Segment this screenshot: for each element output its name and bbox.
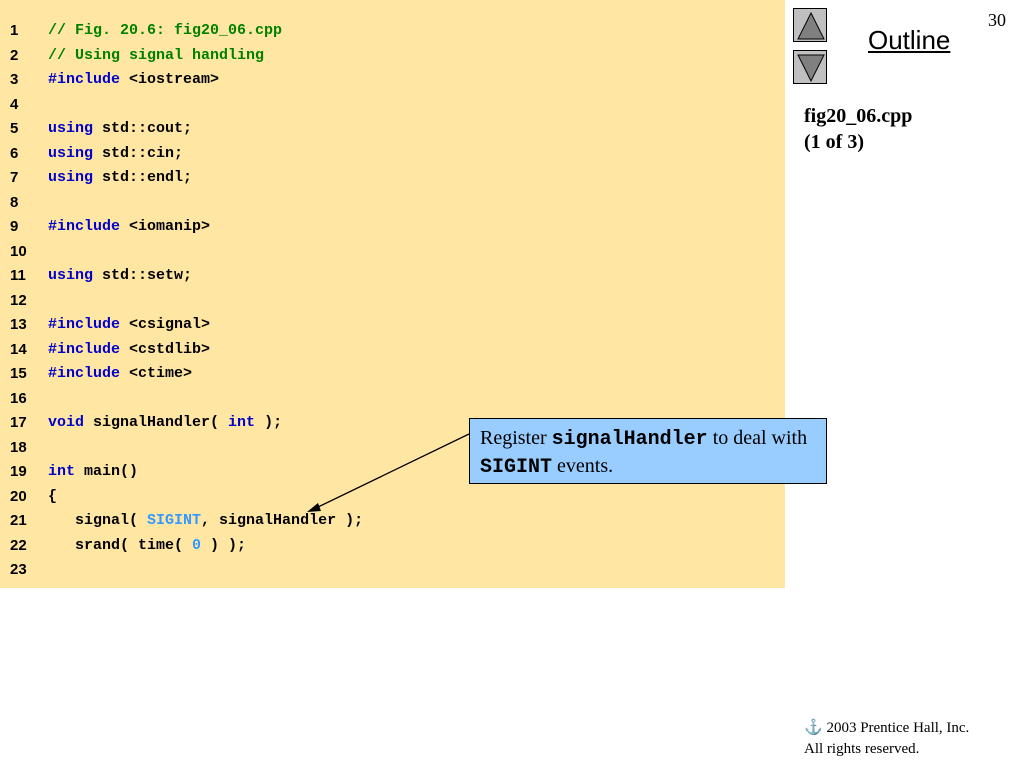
file-info: fig20_06.cpp (1 of 3) [804,103,912,155]
code-line: using std::setw; [48,267,192,285]
code-line: using std::cout; [48,120,192,138]
code-token: <iomanip> [120,218,211,235]
code-line: using std::endl; [48,169,192,187]
next-slide-button[interactable] [793,50,827,84]
code-line: int main() [48,463,138,481]
code-line: #include <ctime> [48,365,192,383]
file-page: (1 of 3) [804,131,864,153]
code-token: srand( time( [48,536,193,554]
code-line: #include <cstdlib> [48,341,210,359]
code-listing-panel: 1 // Fig. 20.6: fig20_06.cpp 2 // Using sig… [0,0,785,588]
code-token: int [228,414,256,431]
outline-link[interactable]: Outline [868,25,951,55]
line-number: 9 [10,218,19,235]
code-token: main() [75,463,139,480]
line-number: 22 [10,536,27,554]
code-token: #include [48,316,121,333]
code-token: using [48,144,94,162]
file-name: fig20_06.cpp [804,105,913,127]
publisher-logo-icon: ⚓ [804,720,823,736]
code-token: ); [255,414,283,431]
code-line: using std::cin; [48,145,183,163]
code-token: SIGINT [147,512,202,529]
code-token: std::cin; [93,144,184,162]
line-number: 17 [10,414,27,431]
copyright-line1: 2003 Prentice Hall, Inc. [826,720,970,736]
callout-code: signalHandler [551,428,708,451]
triangle-up-icon [797,11,825,40]
code-token: <csignal> [120,316,211,333]
callout-text: to deal with [707,427,808,449]
line-number: 18 [10,438,27,456]
line-number: 15 [10,365,27,382]
code-token: , signalHandler ); [201,512,364,529]
code-token: int [48,463,76,480]
callout-code: SIGINT [480,456,553,479]
line-number: 6 [10,144,19,162]
line-number: 8 [10,193,19,211]
code-line: #include <iomanip> [48,218,210,236]
line-number: 5 [10,120,19,137]
line-number: 4 [10,95,19,113]
code-line: // Fig. 20.6: fig20_06.cpp [48,22,282,40]
code-token: #include [48,218,121,235]
code-token: #include [48,365,121,382]
line-number: 14 [10,340,27,358]
copyright-line2: All rights reserved. [804,741,920,757]
line-number: 3 [10,71,19,88]
code-token: // Using signal handling [48,46,265,64]
code-token: ) ); [201,536,247,554]
code-line: { [48,488,57,506]
code-token: void [48,414,85,431]
line-number: 1 [10,22,19,39]
line-number: 21 [10,512,27,529]
code-token: signal( [48,512,148,529]
code-token: using [48,120,94,137]
line-number: 13 [10,316,27,333]
slide-number: 30 [988,10,1006,30]
code-token: using [48,169,94,186]
copyright: ⚓ 2003 Prentice Hall, Inc. All rights re… [804,718,969,760]
code-token: #include [48,340,121,358]
code-token: <cstdlib> [120,340,211,358]
line-number: 12 [10,291,27,309]
line-number: 20 [10,487,27,505]
annotation-callout: Register signalHandler to deal with SIGI… [469,418,827,484]
line-number: 23 [10,561,27,578]
line-number: 11 [10,267,26,284]
code-token: { [48,487,58,505]
code-line: signal( SIGINT, signalHandler ); [48,512,363,530]
code-token: 0 [192,536,202,554]
code-token: std::setw; [93,267,193,284]
callout-text: events. [552,455,614,477]
code-token: std::cout; [93,120,193,137]
code-token: using [48,267,94,284]
code-line: srand( time( 0 ) ); [48,537,246,555]
code-token: signalHandler( [84,414,229,431]
previous-slide-button[interactable] [793,8,827,42]
line-number: 10 [10,242,27,260]
triangle-down-icon [797,54,825,83]
line-number: 16 [10,389,27,407]
line-number: 2 [10,46,19,64]
code-line: // Using signal handling [48,47,264,65]
line-number: 19 [10,463,27,480]
code-token: // Fig. 20.6: fig20_06.cpp [48,22,283,39]
code-line: void signalHandler( int ); [48,414,282,432]
code-token: <iostream> [120,71,220,88]
callout-text: Register [480,427,552,449]
code-token: #include [48,71,121,88]
code-line: #include <csignal> [48,316,210,334]
code-token: std::endl; [93,169,193,186]
code-token: <ctime> [120,365,193,382]
code-line: #include <iostream> [48,71,219,89]
line-number: 7 [10,169,19,186]
